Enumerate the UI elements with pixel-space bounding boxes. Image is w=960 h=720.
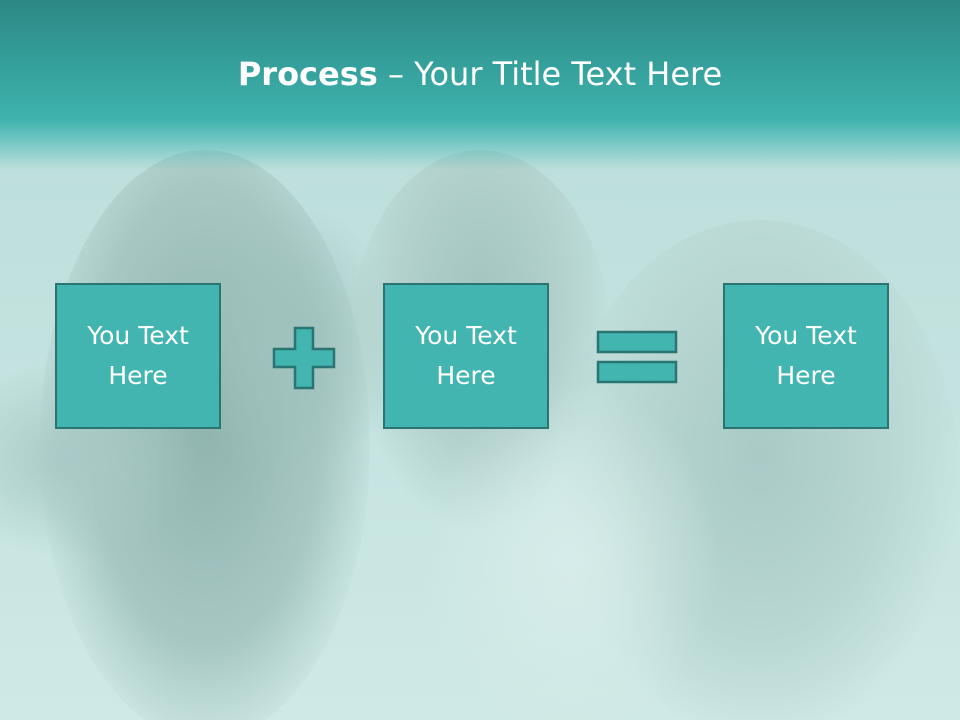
slide-title-bold: Process: [237, 55, 378, 93]
slide-title-rest: – Your Title Text Here: [377, 55, 723, 93]
slide-title: Process – Your Title Text Here: [0, 52, 960, 96]
process-box-2[interactable]: You Text Here: [383, 283, 549, 429]
equals-icon: [596, 330, 678, 384]
title-banner: [0, 0, 960, 170]
photo-blur-highlight: [420, 380, 720, 720]
process-box-1-text: You Text Here: [87, 321, 189, 390]
process-box-1[interactable]: You Text Here: [55, 283, 221, 429]
process-box-3[interactable]: You Text Here: [723, 283, 889, 429]
process-box-2-text: You Text Here: [415, 321, 517, 390]
process-box-3-text: You Text Here: [755, 321, 857, 390]
plus-icon: [272, 326, 336, 390]
